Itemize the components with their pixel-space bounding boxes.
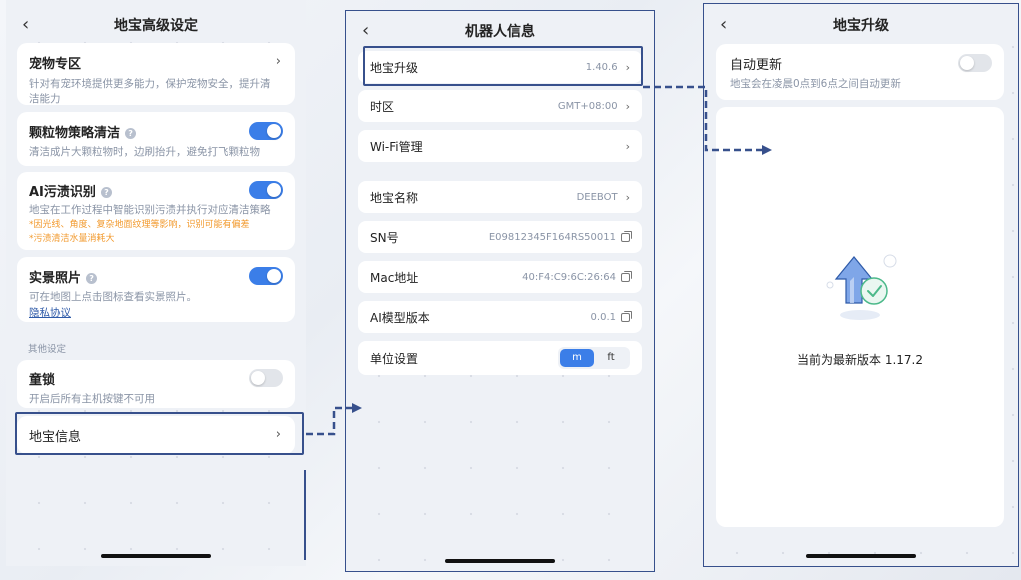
unit-option-m[interactable]: m — [560, 349, 594, 367]
chevron-left-icon[interactable]: ‹ — [362, 20, 370, 41]
privacy-link[interactable]: 隐私协议 — [29, 307, 71, 319]
mac-value: 40:F4:C9:6C:26:64 — [522, 271, 616, 283]
page-title: 机器人信息 — [465, 24, 535, 40]
ai-stain-toggle[interactable] — [249, 181, 283, 199]
particle-strategy-toggle[interactable] — [249, 122, 283, 140]
question-circle-icon[interactable]: ? — [125, 128, 137, 139]
live-photo-card: 实景照片? 可在地图上点击图标查看实景照片。 隐私协议 — [17, 257, 295, 322]
sn-row: SN号 E09812345F164RS50011 — [358, 221, 642, 253]
unit-label: 单位设置 — [370, 351, 419, 366]
advanced-settings-screen: ‹ 地宝高级设定 宠物专区 针对有宠环境提供更多能力，保护宠物安全，提升清洁能力… — [6, 0, 306, 566]
ai-model-value: 0.0.1 — [590, 311, 616, 323]
auto-update-toggle[interactable] — [958, 54, 992, 72]
chevron-right-icon: › — [275, 427, 281, 442]
chevron-left-icon[interactable]: ‹ — [22, 14, 30, 35]
robot-name-row[interactable]: 地宝名称 DEEBOT › — [358, 181, 642, 213]
child-lock-card: 童锁 开启后所有主机按键不可用 — [17, 360, 295, 408]
ai-stain-desc: 地宝在工作过程中智能识别污渍并执行对应清洁策略 — [29, 204, 271, 216]
child-lock-title: 童锁 — [29, 373, 56, 388]
ai-stain-warning-2: *污渍清洁水量消耗大 — [29, 234, 115, 244]
page-title: 地宝升级 — [833, 18, 889, 34]
ai-model-row: AI模型版本 0.0.1 — [358, 301, 642, 333]
robot-info-label: 地宝信息 — [29, 429, 82, 445]
unit-row: 单位设置 m ft — [358, 341, 642, 375]
chevron-left-icon[interactable]: ‹ — [720, 14, 728, 35]
home-indicator[interactable] — [806, 554, 916, 558]
auto-update-desc: 地宝会在凌晨0点到6点之间自动更新 — [730, 78, 901, 90]
firmware-upgrade-screen: ‹ 地宝升级 自动更新 地宝会在凌晨0点到6点之间自动更新 当前为最新版本 1.… — [703, 3, 1019, 567]
pet-zone-card[interactable]: 宠物专区 针对有宠环境提供更多能力，保护宠物安全，提升清洁能力 › — [17, 43, 295, 105]
version-status-card: 当前为最新版本 1.17.2 — [716, 107, 1004, 527]
unit-option-ft[interactable]: ft — [607, 352, 615, 363]
upgrade-version: 1.40.6 — [585, 61, 618, 73]
upgrade-label: 地宝升级 — [370, 60, 419, 75]
robot-name-label: 地宝名称 — [370, 190, 419, 205]
home-indicator[interactable] — [101, 554, 211, 558]
particle-strategy-card: 颗粒物策略清洁? 清洁成片大颗粒物时，边刷抬升，避免打飞颗粒物 — [17, 112, 295, 166]
sn-label: SN号 — [370, 230, 399, 245]
child-lock-desc: 开启后所有主机按键不可用 — [29, 393, 155, 405]
live-photo-toggle[interactable] — [249, 267, 283, 285]
ai-stain-card: AI污渍识别? 地宝在工作过程中智能识别污渍并执行对应清洁策略 *因光线、角度、… — [17, 172, 295, 250]
robot-info-item[interactable]: 地宝信息 › — [17, 416, 295, 454]
ai-model-label: AI模型版本 — [370, 310, 430, 325]
chevron-right-icon: › — [625, 190, 630, 204]
timezone-value: GMT+08:00 — [557, 100, 618, 112]
ai-stain-warning-1: *因光线、角度、复杂地面纹理等影响，识别可能有偏差 — [29, 220, 250, 230]
pet-zone-desc: 针对有宠环境提供更多能力，保护宠物安全，提升清洁能力 — [29, 78, 271, 105]
header: ‹ 地宝高级设定 — [6, 0, 306, 50]
header: ‹ 地宝升级 — [704, 4, 1018, 46]
chevron-right-icon: › — [625, 99, 630, 113]
mac-label: Mac地址 — [370, 270, 419, 285]
upgrade-row[interactable]: 地宝升级 1.40.6 › — [358, 51, 642, 83]
sn-value: E09812345F164RS50011 — [488, 231, 616, 243]
section-other-label: 其他设定 — [28, 344, 67, 355]
particle-strategy-desc: 清洁成片大颗粒物时，边刷抬升，避免打飞颗粒物 — [29, 146, 260, 158]
chevron-right-icon: › — [625, 60, 630, 74]
copy-icon[interactable] — [621, 230, 632, 242]
robot-info-screen: ‹ 机器人信息 地宝升级 1.40.6 › 时区 GMT+08:00 › Wi-… — [345, 10, 655, 572]
pet-zone-title: 宠物专区 — [29, 57, 82, 72]
wifi-label: Wi-Fi管理 — [370, 139, 423, 154]
page-title: 地宝高级设定 — [114, 18, 198, 34]
child-lock-toggle[interactable] — [249, 369, 283, 387]
auto-update-title: 自动更新 — [730, 58, 783, 73]
chevron-right-icon: › — [625, 139, 630, 153]
wifi-row[interactable]: Wi-Fi管理 › — [358, 130, 642, 162]
version-status-text: 当前为最新版本 1.17.2 — [797, 353, 923, 367]
particle-strategy-title: 颗粒物策略清洁 — [29, 126, 121, 141]
question-circle-icon[interactable]: ? — [86, 273, 98, 284]
auto-update-card: 自动更新 地宝会在凌晨0点到6点之间自动更新 — [716, 44, 1004, 100]
timezone-row[interactable]: 时区 GMT+08:00 › — [358, 90, 642, 122]
live-photo-desc: 可在地图上点击图标查看实景照片。 — [29, 291, 197, 303]
ai-stain-title: AI污渍识别 — [29, 185, 96, 200]
mac-row: Mac地址 40:F4:C9:6C:26:64 — [358, 261, 642, 293]
robot-name-value: DEEBOT — [576, 191, 618, 203]
timezone-label: 时区 — [370, 99, 395, 114]
question-circle-icon[interactable]: ? — [100, 187, 112, 198]
copy-icon[interactable] — [621, 270, 632, 282]
chevron-right-icon: › — [275, 54, 281, 69]
unit-segmented-control: m ft — [558, 347, 630, 369]
copy-icon[interactable] — [621, 310, 632, 322]
live-photo-title: 实景照片 — [29, 271, 82, 286]
upgrade-arrow-check-icon — [826, 254, 897, 320]
home-indicator[interactable] — [445, 559, 555, 563]
header: ‹ 机器人信息 — [346, 11, 654, 51]
